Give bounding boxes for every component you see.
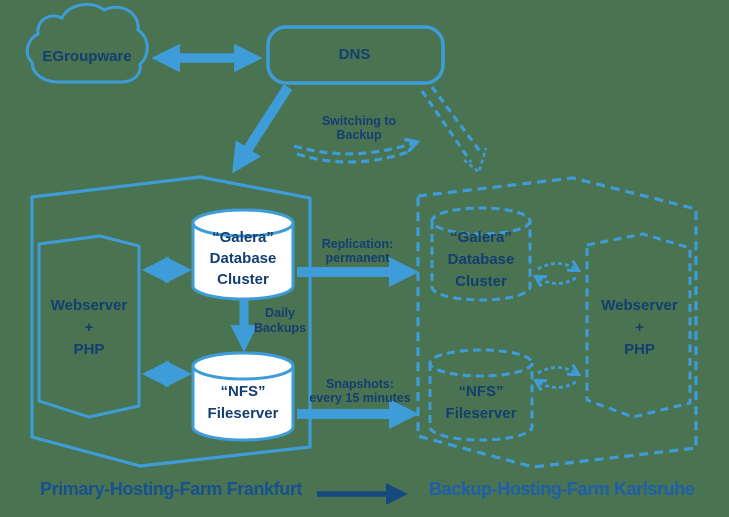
dns-to-backup-arrowhead [463, 147, 488, 175]
egroupware-label: EGroupware [42, 48, 132, 65]
backup-galera-label: “Galera” Database Cluster [447, 229, 515, 290]
switching-label: Switching to Backup [321, 114, 397, 142]
snapshots-label: Snapshots: every 15 minutes [309, 377, 411, 405]
backup-galera-cylinder-icon [430, 221, 532, 302]
backup-webserver-label: Webserver + PHP [601, 297, 678, 358]
backup-webserver-shape [585, 232, 692, 419]
backup-nfs-webserver-sync-arrow-2 [538, 382, 577, 388]
switching-swoosh-arrow [293, 143, 414, 156]
switching-swoosh-arrow-2 [296, 150, 409, 164]
dns-to-backup-dashed-arrow-2 [430, 86, 484, 155]
egroupware-cloud-icon [25, 2, 149, 84]
backup-galera-webserver-sync-arrow-2 [538, 278, 577, 284]
daily-backups-label: Daily Backups [253, 306, 307, 335]
backup-galera-cylinder-top [430, 206, 532, 236]
backup-nfs-webserver-sync-arrow [537, 368, 576, 374]
primary-galera-label: “Galera” Database Cluster [209, 229, 277, 288]
backup-galera-webserver-sync-arrow [537, 264, 576, 270]
replication-label: Replication: permanent [321, 237, 394, 265]
backup-farm-title: Backup-Hosting-Farm Karlsruhe [429, 479, 695, 499]
primary-farm-title: Primary-Hosting-Farm Frankfurt [40, 479, 303, 499]
primary-galera-cylinder-top [191, 208, 295, 238]
dns-to-primary-arrow [232, 84, 293, 174]
backup-nfs-cylinder-top [428, 348, 534, 378]
primary-nfs-label: “NFS” Fileserver [207, 383, 279, 422]
dns-label: DNS [338, 46, 371, 63]
primary-webserver-shape [37, 234, 141, 419]
dns-to-backup-dashed-arrow [420, 90, 473, 163]
backup-farm-outline [416, 176, 698, 469]
dns-box [266, 25, 445, 85]
primary-farm-outline [30, 175, 312, 468]
primary-webserver-label: Webserver + PHP [50, 297, 128, 358]
backup-nfs-label: “NFS” Fileserver [445, 383, 517, 422]
primary-nfs-cylinder-top [191, 351, 295, 381]
backup-nfs-cylinder-icon [428, 363, 534, 442]
